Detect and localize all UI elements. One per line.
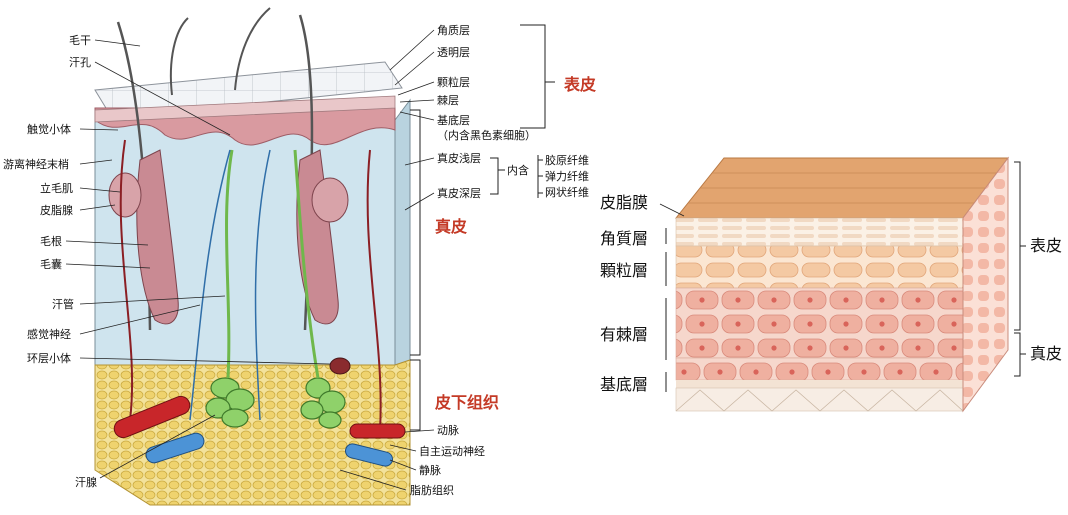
label-artery: 动脉	[437, 423, 459, 437]
stratum-corneum-band	[675, 217, 964, 247]
label-hair-follicle: 毛囊	[40, 257, 62, 271]
dermis-side	[394, 98, 411, 366]
hair-follicle	[136, 149, 179, 325]
label-corneum-layer: 角質層	[600, 229, 648, 248]
skin-layer-block-illustration	[674, 156, 1009, 413]
label-stratum-corneum: 角质层	[437, 24, 470, 37]
right-diagram-labels: 皮脂膜 角質層 顆粒層 有棘層 基底層 表皮 真皮	[600, 161, 1062, 394]
left-diagram-right-labels: 角质层 透明层 颗粒层 棘层 基底层 （内含黑色素细胞） 表皮 真皮浅层 真皮深…	[339, 24, 596, 497]
epidermis-brace-right	[1014, 161, 1026, 331]
label-epidermis-right: 表皮	[1030, 236, 1062, 255]
label-arrector-pili: 立毛肌	[40, 181, 73, 195]
stratum-granulosum-band	[675, 245, 964, 289]
vein	[145, 432, 393, 467]
left-side-labels: 毛干 汗孔 触觉小体 游离神经末梢 立毛肌 皮脂腺 毛根 毛囊 汗管 感觉神经 …	[3, 34, 331, 489]
label-stratum-lucidum: 透明层	[437, 46, 470, 59]
label-stratum-basale-note: （内含黑色素细胞）	[437, 128, 536, 142]
label-spinous-layer: 有棘層	[600, 325, 648, 344]
label-adipose-tissue: 脂肪组织	[410, 483, 454, 497]
label-elastic-fiber: 弹力纤维	[545, 169, 589, 183]
label-dermis-region: 真皮	[435, 217, 467, 236]
label-lamellar-corpuscle: 环层小体	[27, 351, 71, 365]
block-side-face	[962, 156, 1009, 413]
sebaceous-gland	[108, 172, 142, 218]
sweat-gland-coil	[205, 377, 346, 429]
label-dermis-right: 真皮	[1030, 344, 1062, 363]
stratum-basale-band	[675, 357, 964, 381]
label-basal-layer: 基底層	[600, 375, 648, 394]
sweat-duct	[225, 149, 234, 379]
label-sweat-duct: 汗管	[52, 297, 74, 311]
label-sebum-film: 皮脂膜	[600, 193, 648, 212]
subcutis-bracket	[410, 359, 421, 431]
label-free-nerve-ending: 游离神经末梢	[3, 157, 69, 171]
label-stratum-spinosum: 棘层	[437, 94, 459, 107]
label-sweat-pore: 汗孔	[69, 56, 91, 69]
label-sweat-gland: 汗腺	[75, 475, 97, 489]
dermis-bracket	[410, 109, 421, 356]
label-vein: 静脉	[419, 463, 441, 477]
label-sebaceous-gland: 皮脂腺	[40, 203, 73, 217]
label-epidermis-region: 表皮	[563, 75, 596, 94]
label-reticular-dermis: 真皮深层	[437, 186, 481, 200]
label-subcutis-region: 皮下组织	[434, 393, 499, 412]
label-reticular-fiber: 网状纤维	[545, 185, 589, 199]
label-hair-root: 毛根	[40, 234, 62, 248]
lamellar-corpuscle	[329, 357, 351, 375]
label-tactile-corpuscle: 触觉小体	[27, 122, 71, 136]
label-collagen-fiber: 胶原纤维	[545, 153, 589, 167]
label-sensory-nerve: 感觉神经	[27, 327, 71, 341]
label-autonomic-nerve: 自主运动神经	[419, 444, 485, 458]
epidermis-bracket	[520, 24, 555, 129]
artery	[113, 395, 406, 439]
label-granular-layer: 顆粒層	[600, 261, 648, 280]
skin-cross-section-illustration	[94, 7, 411, 506]
label-stratum-basale: 基底层	[437, 113, 470, 127]
label-contains: 内含	[507, 163, 529, 177]
label-papillary-dermis: 真皮浅层	[437, 151, 481, 165]
label-hair-shaft: 毛干	[69, 34, 91, 47]
stratum-spinosum-band	[675, 287, 964, 359]
dermis-brace-right	[1014, 332, 1026, 377]
label-stratum-granulosum: 颗粒层	[437, 75, 470, 89]
